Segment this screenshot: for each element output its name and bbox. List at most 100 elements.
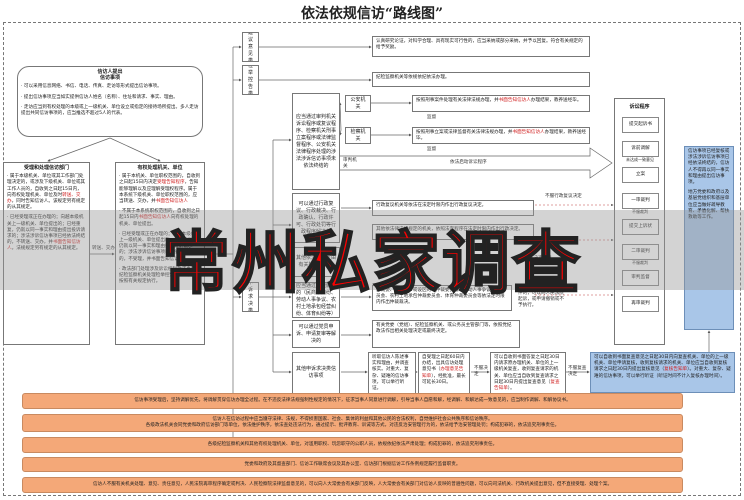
highlight: 复查告知单 <box>494 379 560 392</box>
admin-result: 行政复议机关等依法在法定时限内作出行政复议决定。 <box>372 200 534 216</box>
procuratorate-result: 按照刑事立案或法律监督有关法律法规办理，并书面告知信访人办理结果，教养送经毕。 <box>412 127 590 144</box>
text: · 已经受理或正在办理的；向越本级机关上一级机关、单位提出的；已经重复，仍就以同… <box>7 215 86 246</box>
step-note: 不服裁判 <box>632 209 648 214</box>
highlight: 受理告知程序 <box>157 180 185 186</box>
text: · 已经受理或正在办理的；向越本级机关上一级机关、单位提出的；已经重复，仍就以同… <box>119 231 201 262</box>
petition-start-box: 信访人提出 信访事项 · 可以采用信息网络、书信、电话、传真、走访等形式提出信访… <box>17 66 203 137</box>
category-appeal: 申诉求决类 <box>242 282 259 312</box>
highlight: 复核告知单 <box>664 367 688 373</box>
text: · 属于本机关、单位职权范围的，自收到之日起15日内决定 <box>119 174 201 186</box>
highlight: 转送、交办 <box>7 192 81 205</box>
terminal-text: 信访事项已经复核或涉法涉诉信访事项已经依法终结的，信访人不得再以同一事实和理由提… <box>688 149 730 186</box>
category-suggestion: 建议意见类 <box>242 32 259 62</box>
notice-order: 信访人在信访过程中应当遵守法律、法规，不得损害国家、社会、集体的利益和其他公民的… <box>22 414 683 432</box>
text: 可以自收到书面复查意见之日起30日内向复查机关、单位的上一级机关、单位申请复核，… <box>594 355 729 373</box>
page-title: 依法依规信访“路线图” <box>300 6 444 22</box>
court-label: 审判机关 <box>343 158 357 169</box>
step-note: 未达成一致意见 <box>626 157 654 162</box>
highlight: 办理意见告知单 <box>422 367 464 379</box>
text: · 属于本级机关、单位或其工作部门处理决定的，或涉及下级机关、单位或其工作人员的… <box>7 174 86 198</box>
judicial-case-box: 应当通过审判机关诉讼程序或复议程序、检察机关刑事立案程序或法律监督程序、公安机关… <box>292 93 340 190</box>
not-satisfied-label: 不服决定 <box>474 366 488 377</box>
step-retrial: 再审裁判 <box>622 296 659 312</box>
litigation-arrow <box>329 147 613 179</box>
step-appeal: 提交上诉状 <box>622 219 659 235</box>
highlight: 书面告知信访人 <box>155 199 188 205</box>
litigation-procedure-box: 诉讼程序 提交起诉书 诉前调解 未达成一致意见 立案 一审裁判 不服裁判 提交上… <box>614 98 665 345</box>
admin-note: 对行政裁决不满意 <box>515 256 552 261</box>
step-mediation: 诉前调解 <box>622 141 659 157</box>
other-law-box: 其他依法律规定由有关机关处理的 <box>292 247 340 277</box>
text: 自受理之日起60日内办结，出具信访处理意见书（ <box>422 355 465 373</box>
notice-mediation: 信访事项受理后，坚持调解优先，将调解贯穿信访办理全过程。在不违反法律法规强制性规… <box>22 393 683 409</box>
start-heading: 信访人提出 信访事项 <box>97 69 123 82</box>
other-appeal-box: 其他申诉求决类信访事项 <box>292 352 340 394</box>
party-appeal-box: 可以通过党员申诉、申请复审等解决的 <box>292 320 340 348</box>
step-filing: 立案 <box>622 167 659 183</box>
text: ），经批准，最长可延长30日。 <box>422 373 466 385</box>
arbitration-box: 应当通过仲裁解决的（民商事纠纷、劳动人事争议、农村土地承包经营纠纷、体育纠纷等） <box>292 282 340 318</box>
text: 办理结果，教养送经毕。 <box>530 98 582 103</box>
not-satisfied-review-label: 不服复查决定 <box>568 366 587 377</box>
text: ，同时告知信访人。该规定另有规定的从其规定。 <box>7 199 86 211</box>
other-law-result: 其他依法律法规规定的机关，依照法定程序在法定时限内作出行政决定。 <box>372 224 534 240</box>
admin-case-box: 可以通过行政复议、行政裁决、行政确认、行政许可、行政处罚等行政程序解决的 <box>292 193 340 243</box>
text: 办理结果，教养送经毕。 <box>416 130 587 142</box>
step-file-complaint: 提交起诉书 <box>622 117 659 133</box>
notice-text: 各级政法机关会同党委和政府信访部门等单位，依法维护秩序，依法查处违法行为，通过提… <box>145 423 560 428</box>
notice-text: 信访事项受理后，坚持调解优先，将调解贯穿信访办理全过程。在不违反法律法规强制性规… <box>134 398 571 403</box>
arbitration-result: 仲裁委、省会城市或设区的市仲裁委员会、劳动人事争议仲裁委员会、农村土地承包仲裁委… <box>372 285 512 311</box>
notice-supervision: 党委和政府及其督查部门、信访工作联席会议及其办公室、信访部门根据信访工作条例规定… <box>22 457 683 472</box>
step-supervision: 审判监督 <box>622 270 659 286</box>
police-box: 公安机关 <box>345 95 371 112</box>
start-item: · 走访应当到有权处理的本级或上一级机关、单位设立或指定的接待场所提出。多人走访… <box>21 104 199 117</box>
party-appeal-result: 有关党委（党组）、纪检监察机关、或公务员主管部门等，依照党纪政法作出相关处理决定… <box>372 320 520 348</box>
supervise-label: 监督 <box>427 147 437 152</box>
highlight: 书面告知信访人 <box>498 98 531 103</box>
text: ，告知能够理解以及应理解受理权程序。属于本系统下级机关、单位职权范围的，应当转送… <box>119 180 199 205</box>
notice-discipline: 各级纪检监察机关和其他有权处理机关、单位，对滥用职权、玩忽职守的公职人员，依规依… <box>22 437 683 453</box>
terminal-box: 信访事项已经复核或涉法涉诉信访事项已经依法终结的，信访人不得再以同一事实和理由提… <box>684 146 734 330</box>
transfer-label: 转送、交办 <box>92 246 115 251</box>
step-first-instance: 一审裁判 <box>622 193 659 209</box>
text: ）。对重大、复杂、疑难的信访事项，可以举行听证（听证时间不计入复核办理时间）。 <box>594 367 731 379</box>
notice-text: 信访人在信访过程中应当遵守法律、法规，不得损害国家、社会、集体的利益和其他公民的… <box>212 417 493 422</box>
hear-box: 听取信访人陈述事实和理由，并调查核实。对重大、复杂、疑难的信访事项，可以举行听证… <box>368 352 416 395</box>
category-report: 检举控告类 <box>242 65 259 95</box>
report-result: 纪检监察机关等依规依纪依法办理。 <box>372 72 590 87</box>
text: · 政法部门处理涉及诉讼权利救济事项、纪检监察机关处理检举控告事项的告知按照有关… <box>119 266 201 285</box>
left-heading: 受理和处理信访部门 <box>23 165 69 171</box>
notice-text: 党委和政府及其督查部门、信访工作联席会议及其办公室、信访部门根据信访工作条例规定… <box>244 461 461 467</box>
step-second-instance: 二审裁判 <box>622 244 659 260</box>
receiving-dept-box: 受理和处理信访部门 · 属于本级机关、单位或其工作部门处理决定的，或涉及下级机关… <box>3 162 90 345</box>
litigation-heading: 诉讼程序 <box>629 104 650 110</box>
text: 按照刑事立案或法律监督有关法律法规办理，并 <box>416 130 513 135</box>
watermark-band <box>0 210 744 290</box>
middle-heading: 有权处理机关、单位 <box>137 165 183 171</box>
start-item: · 提出信访事项应当如实提供信访人姓名（名称）、住址和请求、事实、理由。 <box>21 94 178 100</box>
police-result: 按照刑事案件处理有关法律法规办理，并书面告知信访人办理结果，教养送经毕。 <box>412 95 590 112</box>
litigation-label: 依法启动诉讼程序 <box>450 160 487 165</box>
authorized-org-box: 有权处理机关、单位 · 属于本机关、单位职权范围的，自收到之日起15日内决定受理… <box>115 162 205 345</box>
arbitration-note: 不服裁决，符合法定条件的，可以向人民法院起诉，或申请撤销或不予执行。 <box>518 285 564 308</box>
suggestion-result: 认真研究论证，对科学合理、具有现实可行性的，应当采纳或部分采纳，并予以回复。符合… <box>372 36 590 57</box>
admin-note: 不服行政复议决定 <box>545 194 582 199</box>
notice-npc: 信访人不服有关机关处理、意见、责任意见，人民法院再审程序确定或判决、人民检察院法… <box>22 477 683 493</box>
supervise-label: 监督 <box>427 115 437 120</box>
highlight: 书面告知信访人 <box>7 240 81 252</box>
step-note: 不服裁判 <box>632 260 648 265</box>
decision-box: 自受理之日起60日内办结，出具信访处理意见书（办理意见告知单），经批准，最长可延… <box>418 352 470 395</box>
final-review-box: 可以自收到书面复查意见之日起30日内向复查机关、单位的上一级机关、单位申请复核，… <box>590 352 735 393</box>
text: 。法规规定另有规定的从其规定。 <box>11 246 81 252</box>
watermark-text: 常州私家调查 <box>161 224 582 305</box>
notice-text: 各级纪检监察机关和其他有权处理机关、单位，对滥用职权、玩忽职守的公职人员，依规依… <box>207 442 498 447</box>
procuratorate-box: 检察机关 <box>345 127 371 144</box>
text: · 不属于本系统职权范围的，自收到之日起15日内 <box>119 209 201 221</box>
highlight: 书面告知信访人 <box>512 130 545 135</box>
start-item: · 可以采用信息网络、书信、电话、传真、走访等形式提出信访事项。 <box>21 84 162 90</box>
text: 按照刑事案件处理有关法律法规办理，并 <box>416 98 499 103</box>
highlight: 书面告知信访人 <box>138 215 171 221</box>
text: 向有权处理的机关、单位提出。 <box>119 215 199 227</box>
